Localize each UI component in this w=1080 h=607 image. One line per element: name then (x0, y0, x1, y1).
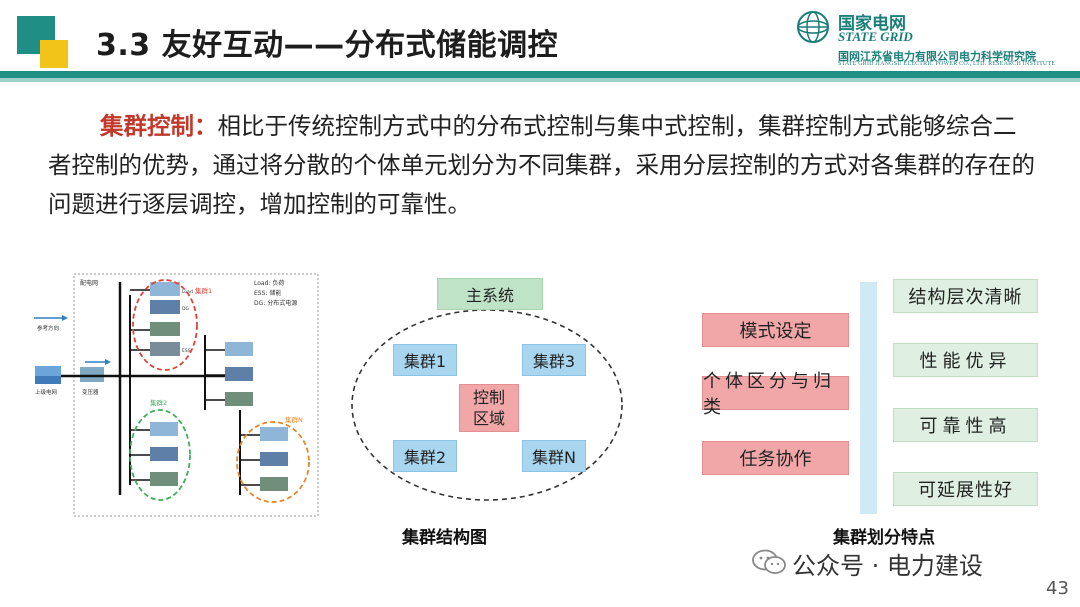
cluster2-equipment (150, 422, 178, 486)
org-name-english: STATE GRID JIANGSU ELECTRIC POWER CO., L… (838, 61, 1056, 67)
svg-text:DG: DG (182, 306, 189, 312)
main-system-box: 主系统 (437, 278, 543, 310)
body-paragraph: 集群控制：相比于传统控制方式中的分布式控制与集中式控制，集群控制方式能够综合二者… (48, 107, 1038, 224)
header-divider-light (0, 78, 1080, 82)
cluster2-box: 集群2 (393, 440, 457, 472)
slide-title: 3.3 友好互动——分布式储能调控 (96, 28, 559, 63)
legend-ess: ESS: 储能 (254, 289, 281, 297)
cluster3-box: 集群3 (522, 344, 586, 376)
watermark-text: 公众号 · 电力建设 (792, 552, 983, 580)
clusterN-label: 集群N (285, 415, 303, 424)
diagram-frame (73, 273, 319, 517)
cluster1-equipment (150, 282, 180, 356)
cluster2-label: 集群2 (150, 398, 167, 407)
paragraph-keyword: 集群控制： (100, 112, 218, 140)
logo-chinese: 国家电网 (838, 14, 906, 34)
legend-dg: DG: 分布式电源 (254, 299, 297, 307)
transformer-label: 变压器 (82, 388, 99, 396)
feature-excellent-performance: 性能优异 (893, 343, 1038, 377)
features-caption: 集群划分特点 (833, 528, 935, 548)
clusterN-equipment (260, 427, 288, 491)
control-zone-line2: 区域 (472, 409, 505, 428)
page-number: 43 (1046, 578, 1069, 599)
branch-equipment (225, 342, 253, 406)
cluster1-box: 集群1 (393, 344, 457, 376)
logo-english: STATE GRID (838, 29, 913, 44)
state-grid-logo-icon (797, 11, 829, 43)
legend-load: Load: 负荷 (254, 279, 284, 287)
paragraph-text: 相比于传统控制方式中的分布式控制与集中式控制，集群控制方式能够综合二者控制的优势… (48, 112, 1035, 218)
clusterN-ellipse (236, 421, 310, 503)
header-divider (0, 71, 1080, 78)
svg-text:ESS: ESS (182, 348, 191, 354)
control-zone-line1: 控制 (472, 388, 505, 407)
control-zone-box: 控制 区域 (459, 384, 519, 432)
cluster1-ellipse (132, 279, 198, 371)
cluster-boundary-ellipse (351, 309, 623, 501)
org-name: 国网江苏省电力有限公司电力科学研究院 (838, 50, 1036, 63)
transformer-image (80, 367, 104, 382)
feature-mode-setting: 模式设定 (702, 313, 849, 347)
reference-arrowhead (62, 315, 68, 321)
feature-clear-hierarchy: 结构层次清晰 (893, 279, 1038, 313)
reference-label: 参考方向 (37, 324, 59, 332)
feature-good-extensibility: 可延展性好 (893, 472, 1038, 506)
feature-high-reliability: 可靠性高 (893, 408, 1038, 442)
cluster2-ellipse (129, 409, 191, 501)
distribution-net-label: 配电网 (80, 279, 98, 287)
structure-caption: 集群结构图 (402, 528, 487, 548)
feature-individual-classification: 个体区分与归类 (702, 371, 849, 418)
wechat-icon (752, 549, 786, 574)
feature-task-cooperation: 任务协作 (702, 441, 849, 475)
clusterN-box: 集群N (522, 440, 586, 472)
upper-grid-label: 上级电网 (35, 388, 58, 396)
cluster-structure-diagram (351, 309, 623, 501)
title-decoration-yellow (40, 40, 68, 68)
feature-divider-bar (860, 282, 877, 514)
distribution-network-diagram: 配电网 参考方向 上级电网 变压器 Load: 负荷 ESS: 储能 DG: 分… (34, 273, 319, 517)
cluster1-label: 集群1 (195, 286, 212, 295)
